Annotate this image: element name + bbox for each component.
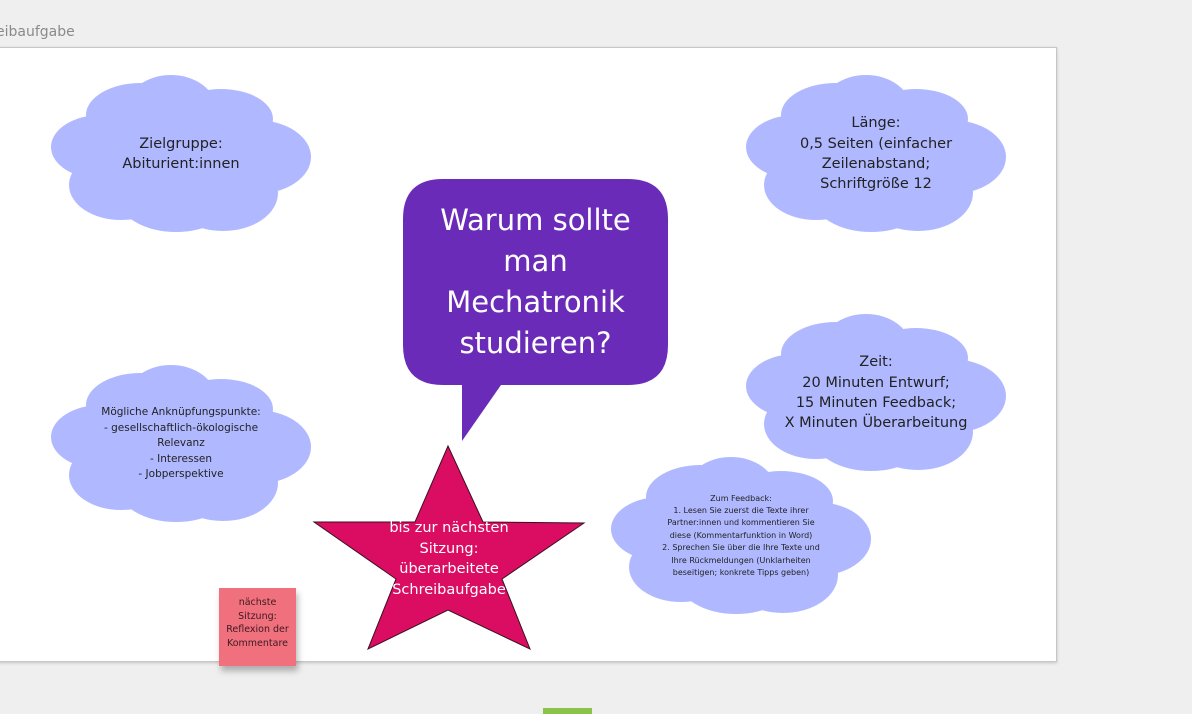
- cloud-zielgruppe[interactable]: Zielgruppe: Abiturient:innen: [51, 75, 311, 233]
- cloud-laenge-text: Länge: 0,5 Seiten (einfacher Zeilenabsta…: [799, 115, 953, 193]
- cloud-zielgruppe-text: Zielgruppe: Abiturient:innen: [122, 136, 240, 172]
- page-indicator[interactable]: [543, 708, 592, 714]
- speech-bubble-shape: [403, 179, 668, 441]
- cloud-laenge[interactable]: Länge: 0,5 Seiten (einfacher Zeilenabsta…: [746, 75, 1006, 233]
- cloud-shape: [746, 75, 1006, 232]
- cloud-anknuepfungspunkte[interactable]: Mögliche Anknüpfungspunkte: - gesellscha…: [51, 365, 311, 523]
- cloud-shape: [51, 75, 311, 232]
- frame-title[interactable]: eibaufgabe: [0, 24, 75, 40]
- cloud-anknuepfungspunkte-text: Mögliche Anknüpfungspunkte: - gesellscha…: [101, 406, 261, 481]
- cloud-feedback-text: Zum Feedback: 1. Lesen Sie zuerst die Te…: [662, 493, 820, 578]
- cloud-shape: [746, 314, 1006, 471]
- sticky-note[interactable]: nächste Sitzung: Reflexion der Kommentar…: [219, 588, 296, 666]
- cloud-zeit-text: Zeit: 20 Minuten Entwurf; 15 Minuten Fee…: [784, 354, 968, 432]
- sticky-note-text: nächste Sitzung: Reflexion der Kommentar…: [226, 597, 289, 649]
- speech-bubble-text: Warum sollte man Mechatronik studieren?: [440, 203, 631, 360]
- star-text: bis zur nächsten Sitzung: überarbeitete …: [389, 520, 509, 598]
- cloud-feedback[interactable]: Zum Feedback: 1. Lesen Sie zuerst die Te…: [611, 457, 871, 615]
- cloud-zeit[interactable]: Zeit: 20 Minuten Entwurf; 15 Minuten Fee…: [746, 314, 1006, 472]
- cloud-shape: [611, 457, 871, 614]
- star-icon: [312, 444, 586, 651]
- cloud-shape: [51, 365, 311, 522]
